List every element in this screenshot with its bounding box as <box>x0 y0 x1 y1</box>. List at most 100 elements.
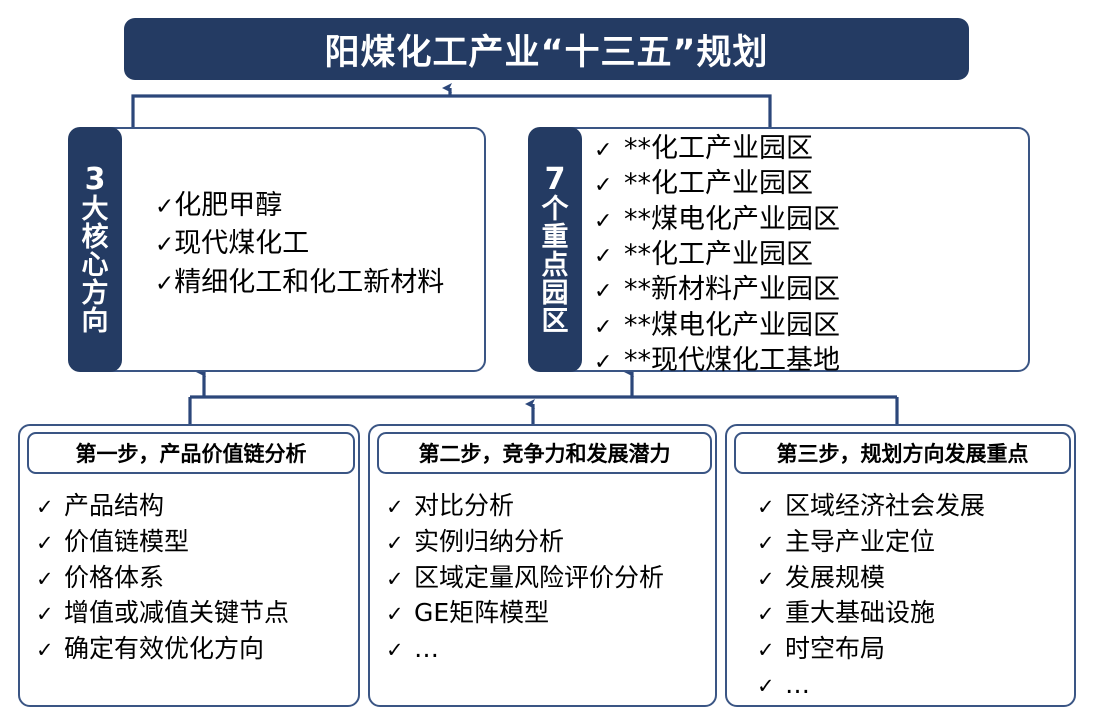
connector-title-bracket <box>131 83 772 128</box>
list-item-label: **化工产业园区 <box>624 133 813 164</box>
check-icon: ✓ <box>155 194 175 220</box>
list-item-label: **煤电化产业园区 <box>624 203 840 235</box>
list-item-label: 精细化工和化工新材料 <box>174 266 445 298</box>
check-icon: ✓ <box>36 495 54 519</box>
check-icon: ✓ <box>36 530 54 555</box>
list-item: ✓ 区域经济社会发展 <box>757 488 985 524</box>
list-item: ✓ 价值链模型 <box>36 524 289 560</box>
check-icon: ✓ <box>757 638 775 662</box>
list-item-label: 产品结构 <box>64 491 165 520</box>
list-item: ✓ 精细化工和化工新材料 <box>155 264 444 302</box>
page-title: 阳煤化工产业“十三五”规划 <box>324 32 769 73</box>
check-icon: ✓ <box>386 602 404 627</box>
list-item-label: 增值或减值关键节点 <box>64 598 290 628</box>
check-icon: ✓ <box>386 495 404 519</box>
list-item: ✓ 对比分析 <box>386 488 664 524</box>
list-item-label: 时空布局 <box>785 634 886 663</box>
check-icon: ✓ <box>155 232 175 259</box>
list-item-label: 区域定量风险评价分析 <box>414 562 665 592</box>
list-item: ✓ 确定有效优化方向 <box>36 631 289 667</box>
check-icon: ✓ <box>594 350 613 376</box>
list-item-label: 价格体系 <box>64 562 165 592</box>
check-icon: ✓ <box>594 138 613 163</box>
list-item: ✓ 发展规模 <box>757 560 985 596</box>
list-item-label: GE矩阵模型 <box>414 598 550 628</box>
list-item: ✓ **化工产业园区 <box>594 131 840 166</box>
list-item: ✓ … <box>386 631 664 667</box>
check-icon: ✓ <box>757 673 775 698</box>
key-parks-tab: 7 个重点园区 <box>528 127 582 372</box>
list-item: ✓ **煤电化产业园区 <box>594 202 840 237</box>
list-item: ✓ 现代煤化工 <box>155 225 444 263</box>
key-parks-count: 7 <box>544 161 566 197</box>
check-icon: ✓ <box>386 566 404 591</box>
step-2-header: 第二步，竞争力和发展潜力 <box>377 432 712 474</box>
list-item-label: 确定有效优化方向 <box>64 634 265 663</box>
key-parks-list: ✓ **化工产业园区 ✓ **化工产业园区 ✓ **煤电化产业园区 ✓ **化工… <box>594 131 840 379</box>
list-item-label: 现代煤化工 <box>174 228 310 260</box>
step-box-2: 第二步，竞争力和发展潜力 ✓ 对比分析 ✓ 实例归纳分析 ✓ 区域定量风险评价分… <box>368 424 717 707</box>
list-item: ✓ 时空布局 <box>757 631 985 667</box>
key-parks-card <box>537 127 1030 372</box>
step-1-list: ✓ 产品结构 ✓ 价值链模型 ✓ 价格体系 ✓ 增值或减值关键节点 ✓ 确定有效… <box>36 488 289 667</box>
check-icon: ✓ <box>757 530 775 555</box>
check-icon: ✓ <box>594 314 613 340</box>
check-icon: ✓ <box>36 566 54 591</box>
step-1-header-label: 第一步，产品价值链分析 <box>75 442 307 466</box>
check-icon: ✓ <box>757 566 775 591</box>
list-item-label: 重大基础设施 <box>785 598 936 628</box>
check-icon: ✓ <box>36 638 54 662</box>
step-box-1: 第一步，产品价值链分析 ✓ 产品结构 ✓ 价值链模型 ✓ 价格体系 ✓ 增值或减… <box>18 424 360 707</box>
list-item-label: **新材料产业园区 <box>624 274 840 306</box>
core-directions-tab-label: 大核心方向 <box>81 193 109 338</box>
step-box-3: 第三步，规划方向发展重点 ✓ 区域经济社会发展 ✓ 主导产业定位 ✓ 发展规模 … <box>725 424 1076 707</box>
step-3-header-label: 第三步，规划方向发展重点 <box>776 442 1029 466</box>
list-item: ✓ 区域定量风险评价分析 <box>386 560 664 596</box>
check-icon: ✓ <box>757 495 775 519</box>
list-item-label: 价值链模型 <box>64 526 190 556</box>
step-1-header: 第一步，产品价值链分析 <box>27 432 355 474</box>
check-icon: ✓ <box>386 530 404 555</box>
list-item: ✓ **化工产业园区 <box>594 237 840 272</box>
list-item: ✓ 增值或减值关键节点 <box>36 595 289 631</box>
check-icon: ✓ <box>594 279 613 305</box>
connector-steps-bracket <box>188 367 899 424</box>
list-item-label: **化工产业园区 <box>624 239 813 271</box>
list-item: ✓ 产品结构 <box>36 488 289 524</box>
list-item-label: **现代煤化工基地 <box>624 345 840 377</box>
check-icon: ✓ <box>594 208 613 234</box>
check-icon: ✓ <box>594 244 613 270</box>
list-item-label: … <box>785 669 810 699</box>
list-item: ✓ 实例归纳分析 <box>386 524 664 560</box>
list-item: ✓ **现代煤化工基地 <box>594 343 840 378</box>
core-directions-list: ✓ 化肥甲醇 ✓ 现代煤化工 ✓ 精细化工和化工新材料 <box>155 187 444 302</box>
check-icon: ✓ <box>155 270 175 297</box>
diagram-title-banner: 阳煤化工产业“十三五”规划 <box>124 18 969 80</box>
list-item: ✓ **新材料产业园区 <box>594 272 840 307</box>
list-item-label: **煤电化产业园区 <box>624 309 840 341</box>
step-2-list: ✓ 对比分析 ✓ 实例归纳分析 ✓ 区域定量风险评价分析 ✓ GE矩阵模型 ✓ … <box>386 488 664 667</box>
list-item-label: 发展规模 <box>785 562 886 592</box>
step-3-header: 第三步，规划方向发展重点 <box>734 432 1071 474</box>
check-icon: ✓ <box>386 638 404 662</box>
list-item: ✓ 主导产业定位 <box>757 524 985 560</box>
check-icon: ✓ <box>757 602 775 627</box>
list-item-label: 主导产业定位 <box>785 526 936 556</box>
list-item-label: **化工产业园区 <box>624 168 813 200</box>
list-item: ✓ 价格体系 <box>36 560 289 596</box>
list-item-label: 化肥甲醇 <box>174 190 283 221</box>
list-item-label: 区域经济社会发展 <box>785 491 986 520</box>
list-item: ✓ **化工产业园区 <box>594 166 840 201</box>
list-item: ✓ 重大基础设施 <box>757 595 985 631</box>
list-item-label: 实例归纳分析 <box>414 526 565 556</box>
list-item: ✓ 化肥甲醇 <box>155 187 444 225</box>
core-directions-card <box>82 127 486 372</box>
check-icon: ✓ <box>594 173 613 199</box>
core-directions-tab: 3 大核心方向 <box>68 127 122 372</box>
check-icon: ✓ <box>36 602 54 627</box>
list-item: ✓ **煤电化产业园区 <box>594 308 840 343</box>
key-parks-tab-label: 个重点园区 <box>541 193 569 338</box>
list-item-label: … <box>414 634 439 663</box>
step-3-list: ✓ 区域经济社会发展 ✓ 主导产业定位 ✓ 发展规模 ✓ 重大基础设施 ✓ 时空… <box>757 488 985 703</box>
